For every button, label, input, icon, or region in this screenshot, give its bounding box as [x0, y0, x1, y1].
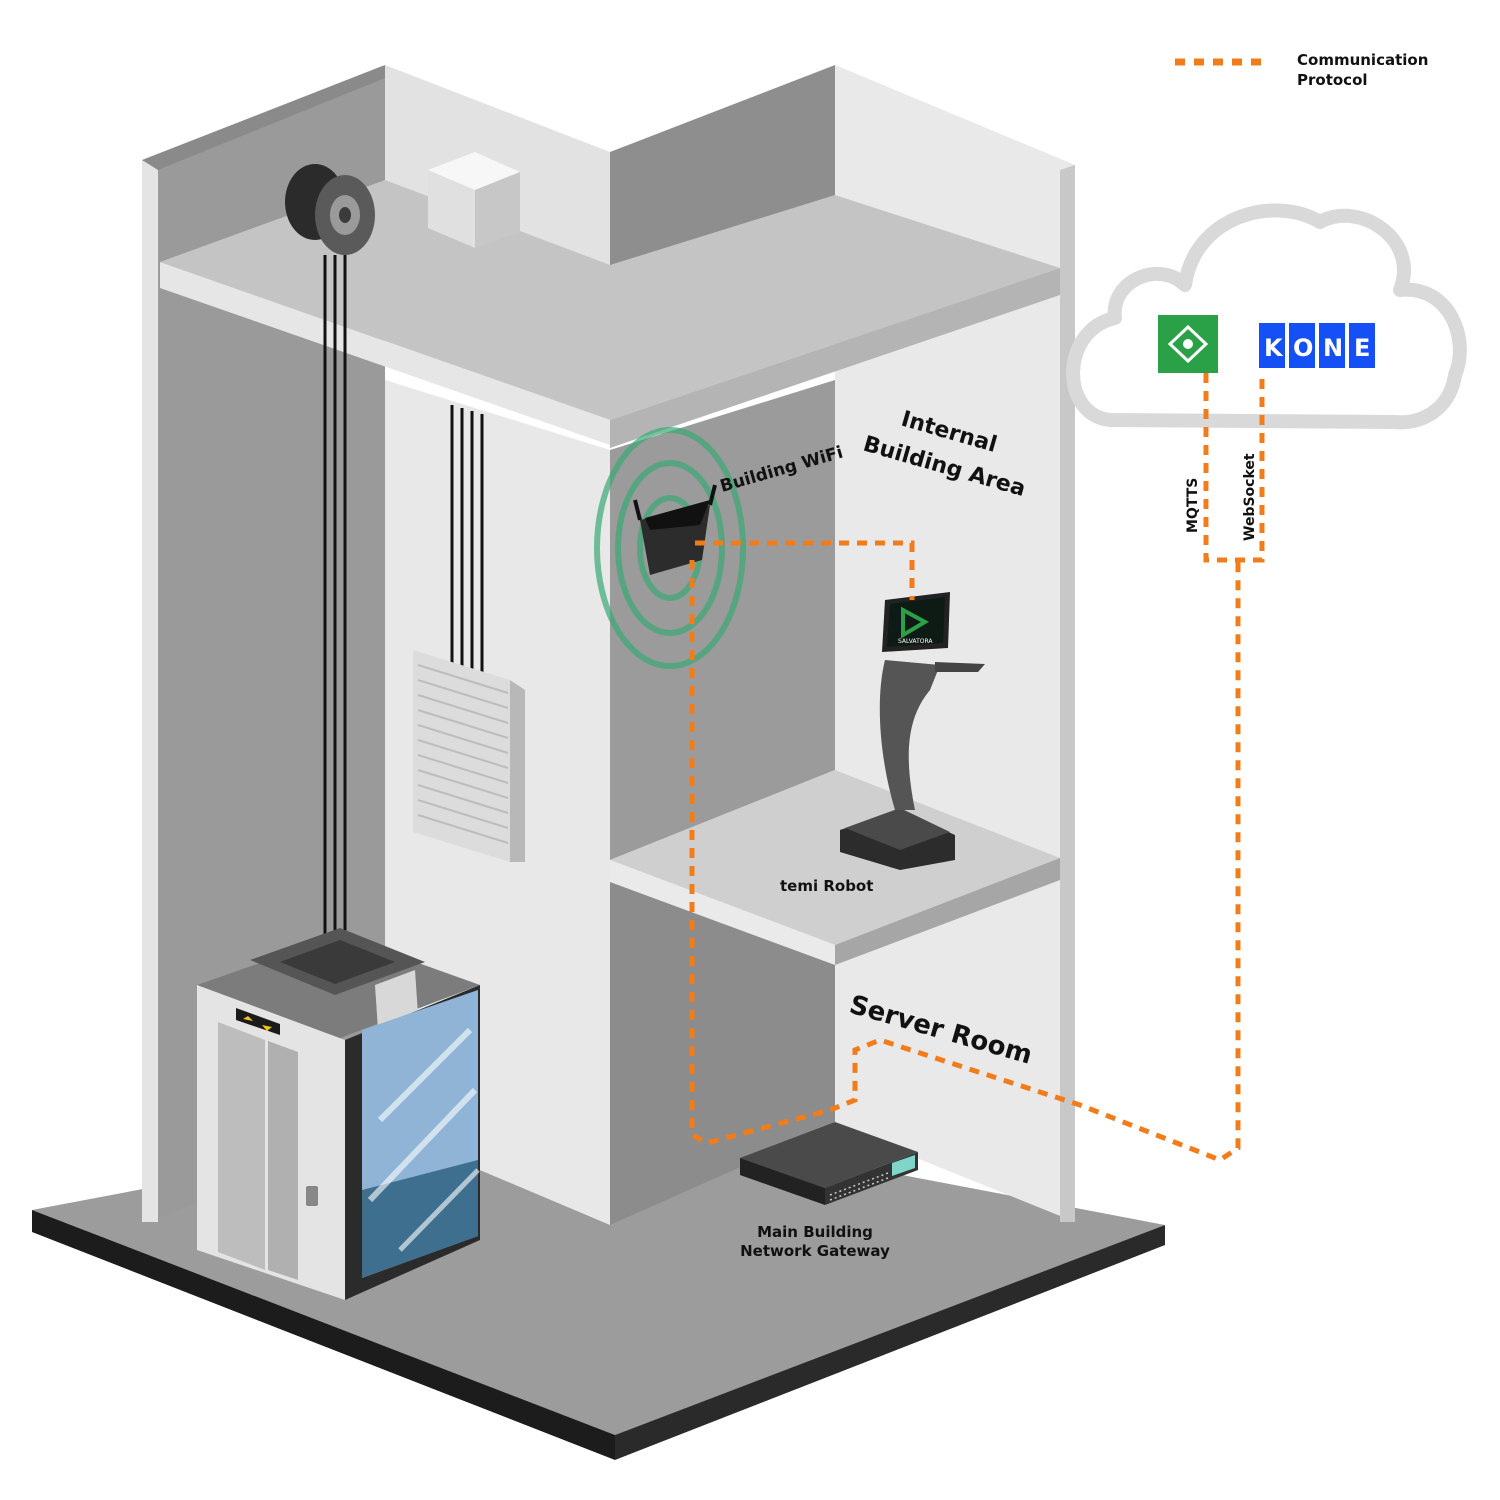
gateway-front-left — [740, 1158, 825, 1205]
base-edge-right — [615, 1225, 1165, 1460]
control-box — [428, 152, 520, 248]
wifi-ring-outer — [594, 427, 746, 669]
cloud-shape — [1066, 203, 1467, 430]
label-gateway-line2: Network Gateway — [740, 1242, 890, 1260]
gateway-ports — [829, 1172, 889, 1201]
kone-tile-e — [1349, 323, 1375, 368]
motor-drum-core — [339, 207, 351, 223]
robot-neck — [879, 660, 940, 810]
central-wall-right-lower — [610, 880, 835, 1225]
roof-slab-front-right — [610, 268, 1060, 448]
protocol-line-wifi-to-gateway — [689, 560, 831, 1146]
legend-label-line2: Protocol — [1297, 71, 1368, 89]
robot-screen-brand: SALVATORA — [898, 638, 933, 645]
kone-tile-k — [1259, 323, 1285, 368]
protocol-lines — [689, 373, 1265, 1163]
counterweight-face — [413, 650, 510, 862]
router-antenna — [633, 499, 642, 521]
green-service-logo — [1158, 315, 1218, 373]
middle-floor-front-right — [835, 858, 1060, 965]
protocol-line-wifi-to-robot — [695, 540, 915, 600]
counterweight-side — [510, 680, 525, 862]
glass-reflection — [377, 1027, 473, 1123]
elevator-car-roof-block-inner — [280, 940, 395, 984]
roof-slab-top — [160, 180, 1060, 420]
control-box-left — [428, 170, 475, 248]
kone-tile-o — [1289, 323, 1315, 368]
chip-icon — [1167, 324, 1209, 364]
robot-base-top — [845, 808, 950, 850]
router-top — [645, 500, 710, 530]
label-gateway-line1: Main Building — [757, 1223, 873, 1241]
middle-floor-slab — [610, 770, 1060, 965]
glass-reflection — [367, 1087, 478, 1203]
counterweight-panel — [413, 650, 525, 862]
elevator-car — [197, 928, 480, 1300]
label-websocket: WebSocket — [1242, 453, 1258, 541]
elevator-door-left — [218, 1022, 265, 1270]
gateway-top — [740, 1122, 918, 1188]
chip-icon-dot — [1183, 339, 1193, 349]
middle-floor-top — [610, 770, 1060, 945]
legend-label-line1: Communication — [1297, 51, 1428, 69]
label-mqtts: MQTTS — [1185, 478, 1201, 533]
elevator-motor — [285, 164, 375, 255]
robot-tray — [935, 662, 985, 672]
right-wall-edge — [1060, 165, 1075, 1222]
kone-tile-n — [1319, 323, 1345, 368]
call-button[interactable] — [306, 1186, 318, 1206]
network-gateway — [740, 1122, 918, 1205]
kone-letter-e: E — [1354, 334, 1370, 362]
temi-robot: SALVATORA — [840, 592, 985, 870]
elevator-ropes — [323, 255, 484, 960]
indicator-arrow-down-icon — [262, 1025, 272, 1031]
wifi-ring-middle — [615, 460, 725, 636]
protocol-line-cloud-loop — [1203, 373, 1265, 563]
elevator-glass-floor — [362, 1160, 478, 1278]
robot-screen-logo-icon — [901, 606, 930, 639]
counterweight-slats — [417, 664, 509, 844]
roof-slab-front-left — [160, 262, 610, 445]
kone-letter-n: N — [1323, 334, 1343, 362]
control-box-right — [475, 172, 520, 248]
middle-floor-front-left — [610, 860, 835, 965]
elevator-door-right — [268, 1041, 298, 1280]
roof-slab — [160, 180, 1060, 448]
control-box-top — [428, 152, 520, 190]
kone-letter-k: K — [1264, 334, 1284, 362]
label-temi-robot: temi Robot — [780, 877, 873, 895]
gateway-display — [892, 1155, 915, 1176]
base-edge-left — [32, 1210, 615, 1460]
glass-reflection — [398, 1168, 480, 1252]
cloud: K O N E — [1066, 203, 1467, 430]
wifi-router — [594, 427, 746, 669]
kone-letter-o: O — [1293, 334, 1313, 362]
router-antenna — [708, 484, 717, 506]
left-wall-edge — [142, 160, 158, 1222]
kone-logo: K O N E — [1259, 323, 1375, 368]
indicator-arrow-up-icon — [243, 1016, 253, 1021]
legend: Communication Protocol — [1175, 51, 1428, 89]
